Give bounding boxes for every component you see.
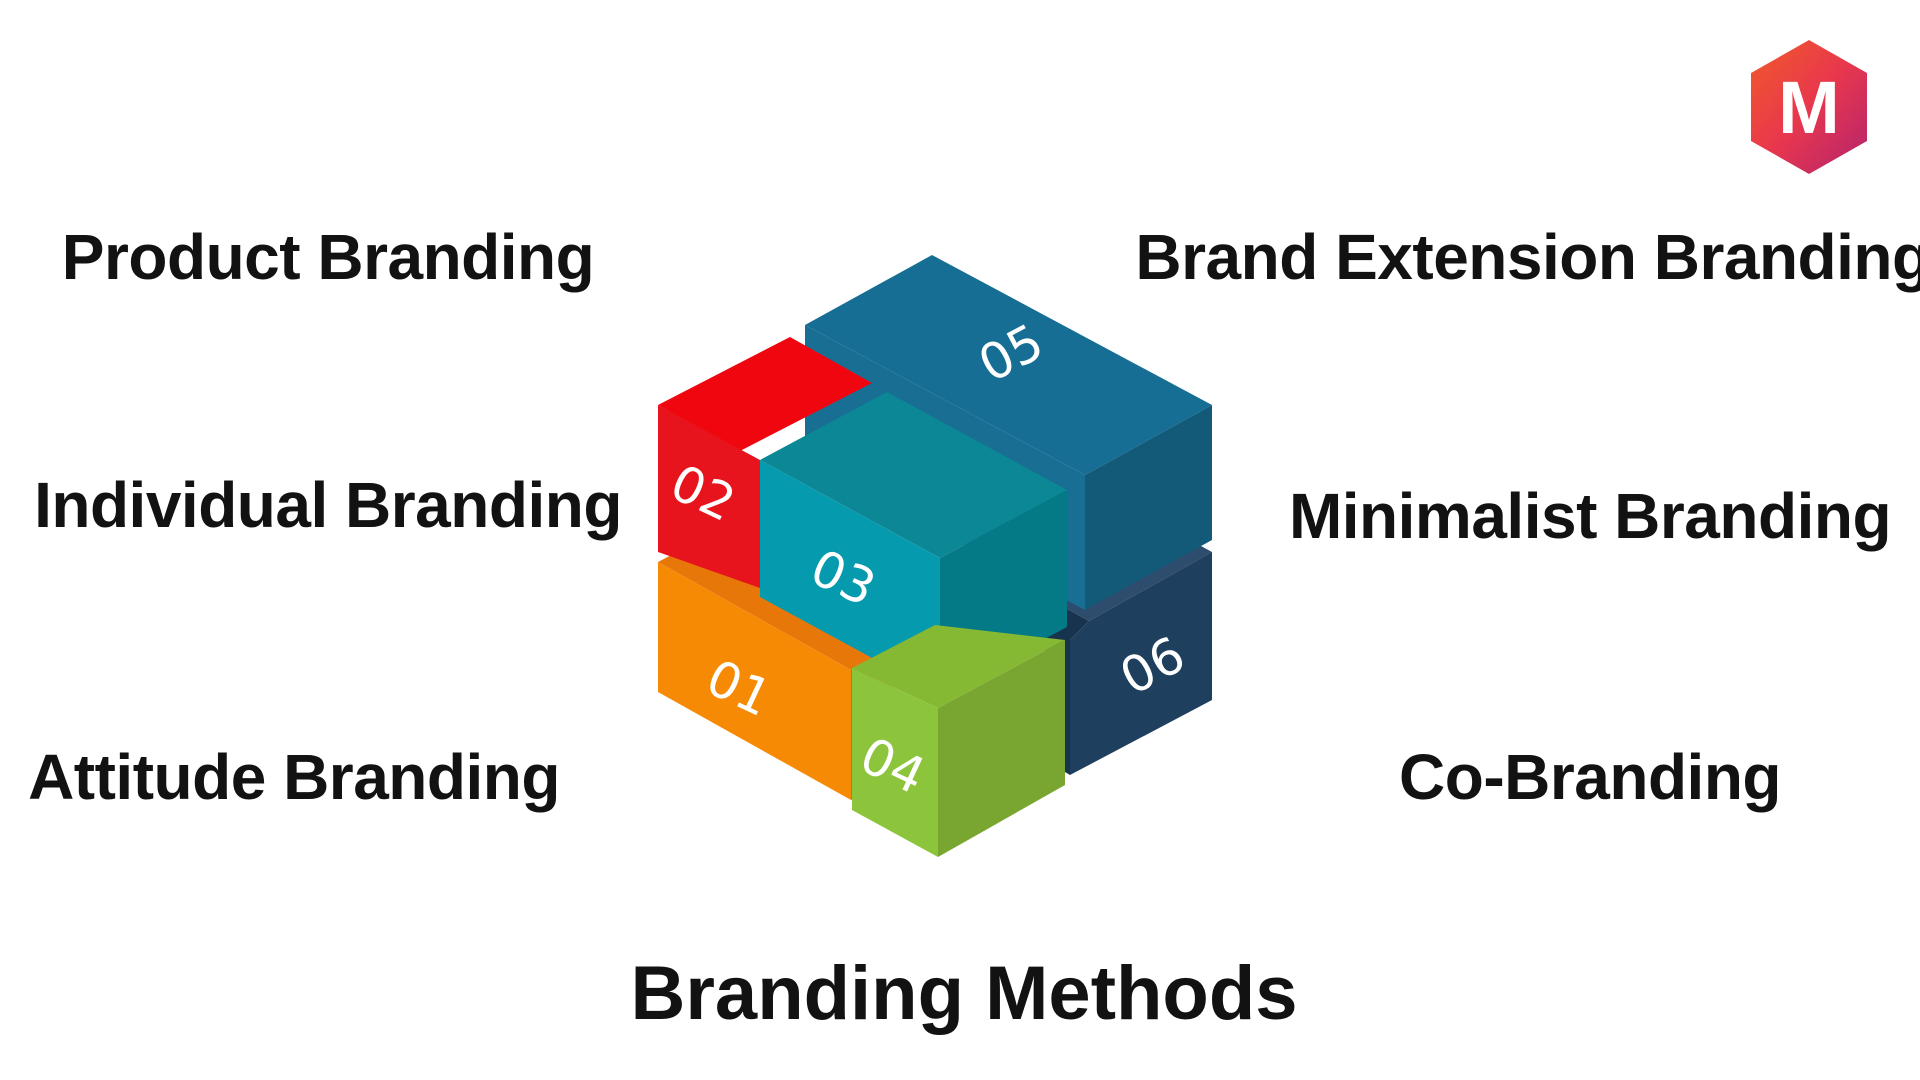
label-individual-branding: Individual Branding [34, 469, 622, 541]
block-05-top [805, 255, 1212, 475]
label-minimalist-branding: Minimalist Branding [1288, 480, 1892, 552]
block-04-top [852, 625, 1065, 708]
block-03-front [760, 460, 940, 695]
block-02-front [658, 405, 760, 588]
block-05-right [1085, 405, 1212, 610]
block-06-front [1070, 552, 1212, 775]
label-attitude-branding: Attitude Branding [28, 741, 560, 813]
block-02-top [658, 337, 872, 451]
label-co-branding: Co-Branding [1399, 741, 1782, 813]
label-product-branding: Product Branding [61, 221, 595, 293]
diagram-title: Branding Methods [630, 951, 1298, 1036]
brand-logo: M [1751, 40, 1867, 174]
logo-hexagon [1751, 40, 1867, 174]
logo-letter: M [1778, 66, 1840, 149]
block-04-side [938, 640, 1065, 857]
block-01-front [658, 562, 851, 800]
block-04: 04 [851, 625, 1065, 857]
block-04-front [852, 668, 938, 857]
block-02: 02 [658, 337, 872, 588]
block-03-top [760, 392, 1067, 558]
label-brand-extension-branding: Brand Extension Branding [1135, 221, 1920, 293]
